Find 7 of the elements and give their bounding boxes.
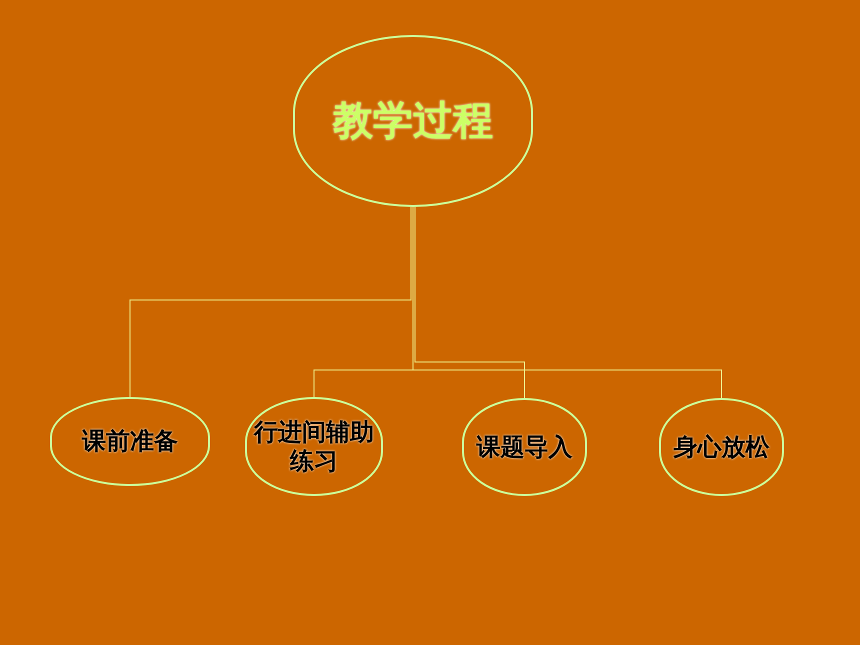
node-label: 身心放松 bbox=[672, 432, 770, 462]
node-label: 课前准备 bbox=[80, 427, 179, 456]
connector-line bbox=[130, 206, 412, 398]
node-label: 教学过程 bbox=[331, 97, 494, 145]
connector-line bbox=[414, 206, 525, 398]
node-label: 行进间辅助练习 bbox=[254, 418, 374, 476]
node-label: 课题导入 bbox=[475, 432, 574, 462]
